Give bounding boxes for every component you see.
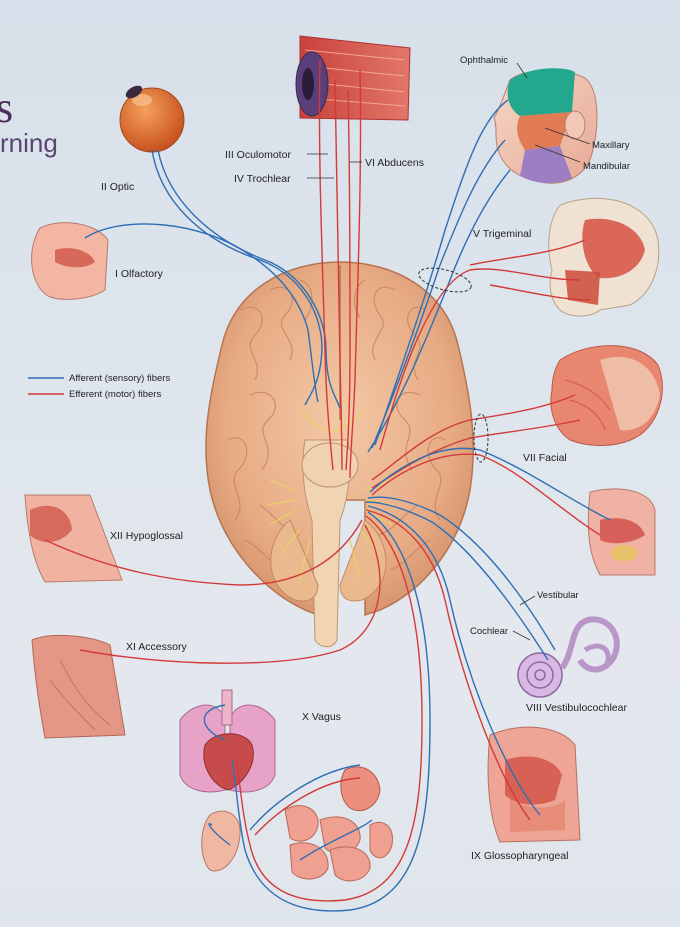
legend-afferent-label: Afferent (sensory) fibers [69, 373, 170, 384]
page-title-fragment: s [0, 83, 14, 132]
face-trigeminal-illustration [493, 68, 598, 184]
label-olfactory: I Olfactory [115, 268, 164, 280]
nasal-section-illustration [31, 222, 109, 300]
geniculate-ganglion-marker [473, 413, 489, 463]
label-optic: II Optic [101, 181, 134, 193]
label-trigeminal: V Trigeminal [473, 228, 531, 240]
label-trochlear: IV Trochlear [234, 173, 291, 185]
trigeminal-ganglion-marker [418, 267, 472, 293]
outer-ear-illustration [201, 810, 241, 872]
label-facial: VII Facial [523, 452, 567, 464]
page-subtitle-fragment: rning [0, 128, 58, 158]
nerve-fibers [44, 59, 611, 912]
inner-ear-illustration [517, 616, 620, 698]
label-vestibulocochlear: VIII Vestibulocochlear [526, 702, 627, 714]
skull-illustration [548, 198, 660, 317]
label-maxillary: Maxillary [592, 140, 630, 151]
legend-efferent-label: Efferent (motor) fibers [69, 389, 161, 400]
label-glossopharyngeal: IX Glossopharyngeal [471, 850, 568, 862]
label-vestibular: Vestibular [537, 590, 579, 601]
label-ophthalmic: Ophthalmic [460, 55, 508, 66]
eye-muscles-illustration [295, 35, 411, 121]
label-abducens: VI Abducens [365, 157, 424, 169]
legend: Afferent (sensory) fibers Efferent (moto… [28, 373, 170, 400]
label-accessory: XI Accessory [126, 641, 187, 653]
label-vagus: X Vagus [302, 711, 341, 723]
tongue-section-illustration [24, 494, 123, 583]
label-oculomotor: III Oculomotor [225, 149, 291, 161]
face-muscles-illustration [550, 345, 663, 446]
label-hypoglossal: XII Hypoglossal [110, 530, 183, 542]
lungs-heart-illustration [179, 689, 276, 793]
label-mandibular: Mandibular [583, 161, 630, 172]
digestive-organs-illustration [284, 766, 393, 882]
throat-section-illustration [487, 726, 581, 843]
mouth-section-illustration [587, 488, 656, 576]
neck-illustration [31, 634, 126, 739]
eyeball-illustration [119, 85, 185, 153]
label-cochlear: Cochlear [470, 626, 508, 637]
